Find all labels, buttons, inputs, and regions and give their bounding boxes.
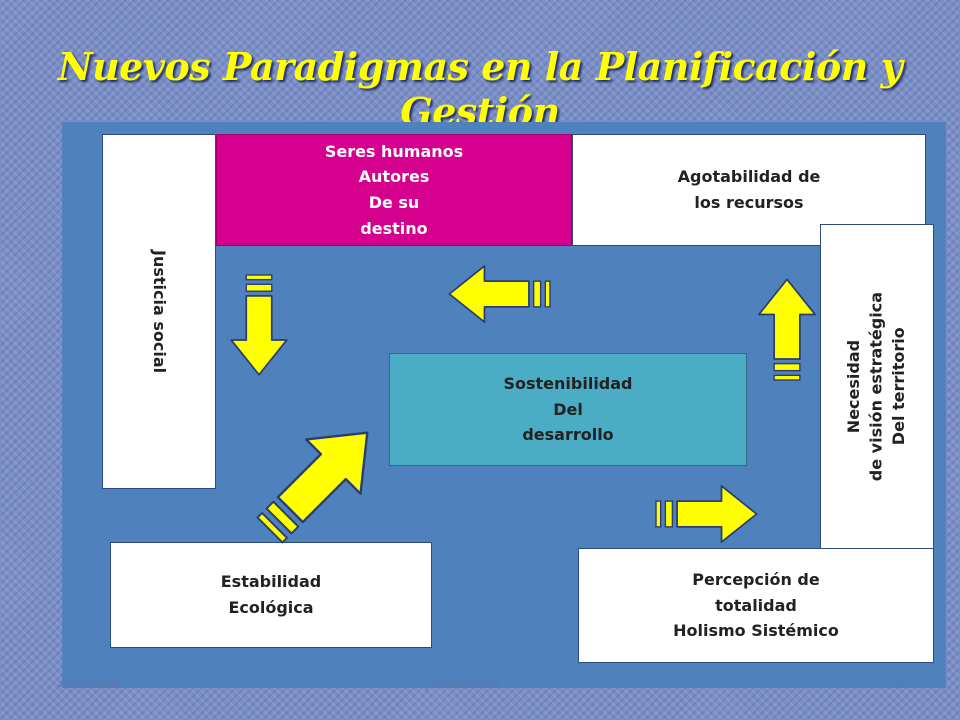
box-line: Ecológica [228,598,314,617]
box-line: desarrollo [522,425,614,445]
box-agotabilidad-text: Agotabilidad de los recursos [678,164,821,215]
box-line: Seres humanos [324,141,464,161]
slide-title: Nuevos Paradigmas en la Planificación y … [57,44,903,134]
box-line: de visión estratégica [866,292,886,482]
box-necesidad: Necesidad de visión estratégica Del terr… [820,224,934,550]
footer-date: abril de 2015 [58,678,122,690]
box-line: Estabilidad [220,572,322,592]
footer-author: jmirandaf/2009 [426,678,499,690]
box-line: Percepción de [692,570,820,590]
box-necesidad-text: Necesidad de visión estratégica Del terr… [843,292,910,481]
box-line: los recursos [694,193,804,212]
box-seres-humanos-text: Seres humanos Autores De su destino [325,139,463,241]
box-sostenibilidad-text: Sostenibilidad Del desarrollo [503,371,632,448]
box-line: totalidad [715,595,797,615]
box-line: Holismo Sistémico [673,621,839,641]
box-justicia-social-text: Justicia social [146,250,172,373]
box-line: Justicia social [149,249,169,374]
box-line: Autores [358,167,430,187]
box-justicia-social: Justicia social [102,134,216,489]
box-seres-humanos: Seres humanos Autores De su destino [216,134,572,246]
box-estabilidad: Estabilidad Ecológica [110,542,432,648]
box-line: De su [368,193,420,212]
box-line: Del territorio [889,328,909,446]
footer-page: 5 [896,678,903,690]
box-estabilidad-text: Estabilidad Ecológica [221,569,322,620]
box-line: Sostenibilidad [503,374,633,394]
box-line: Necesidad [844,340,864,434]
box-line: Del [553,399,583,419]
box-sostenibilidad: Sostenibilidad Del desarrollo [389,353,747,466]
box-line: destino [360,218,428,238]
box-percepcion-text: Percepción de totalidad Holismo Sistémic… [673,567,839,644]
box-line: Agotabilidad de [677,167,821,187]
box-percepcion: Percepción de totalidad Holismo Sistémic… [578,548,934,663]
